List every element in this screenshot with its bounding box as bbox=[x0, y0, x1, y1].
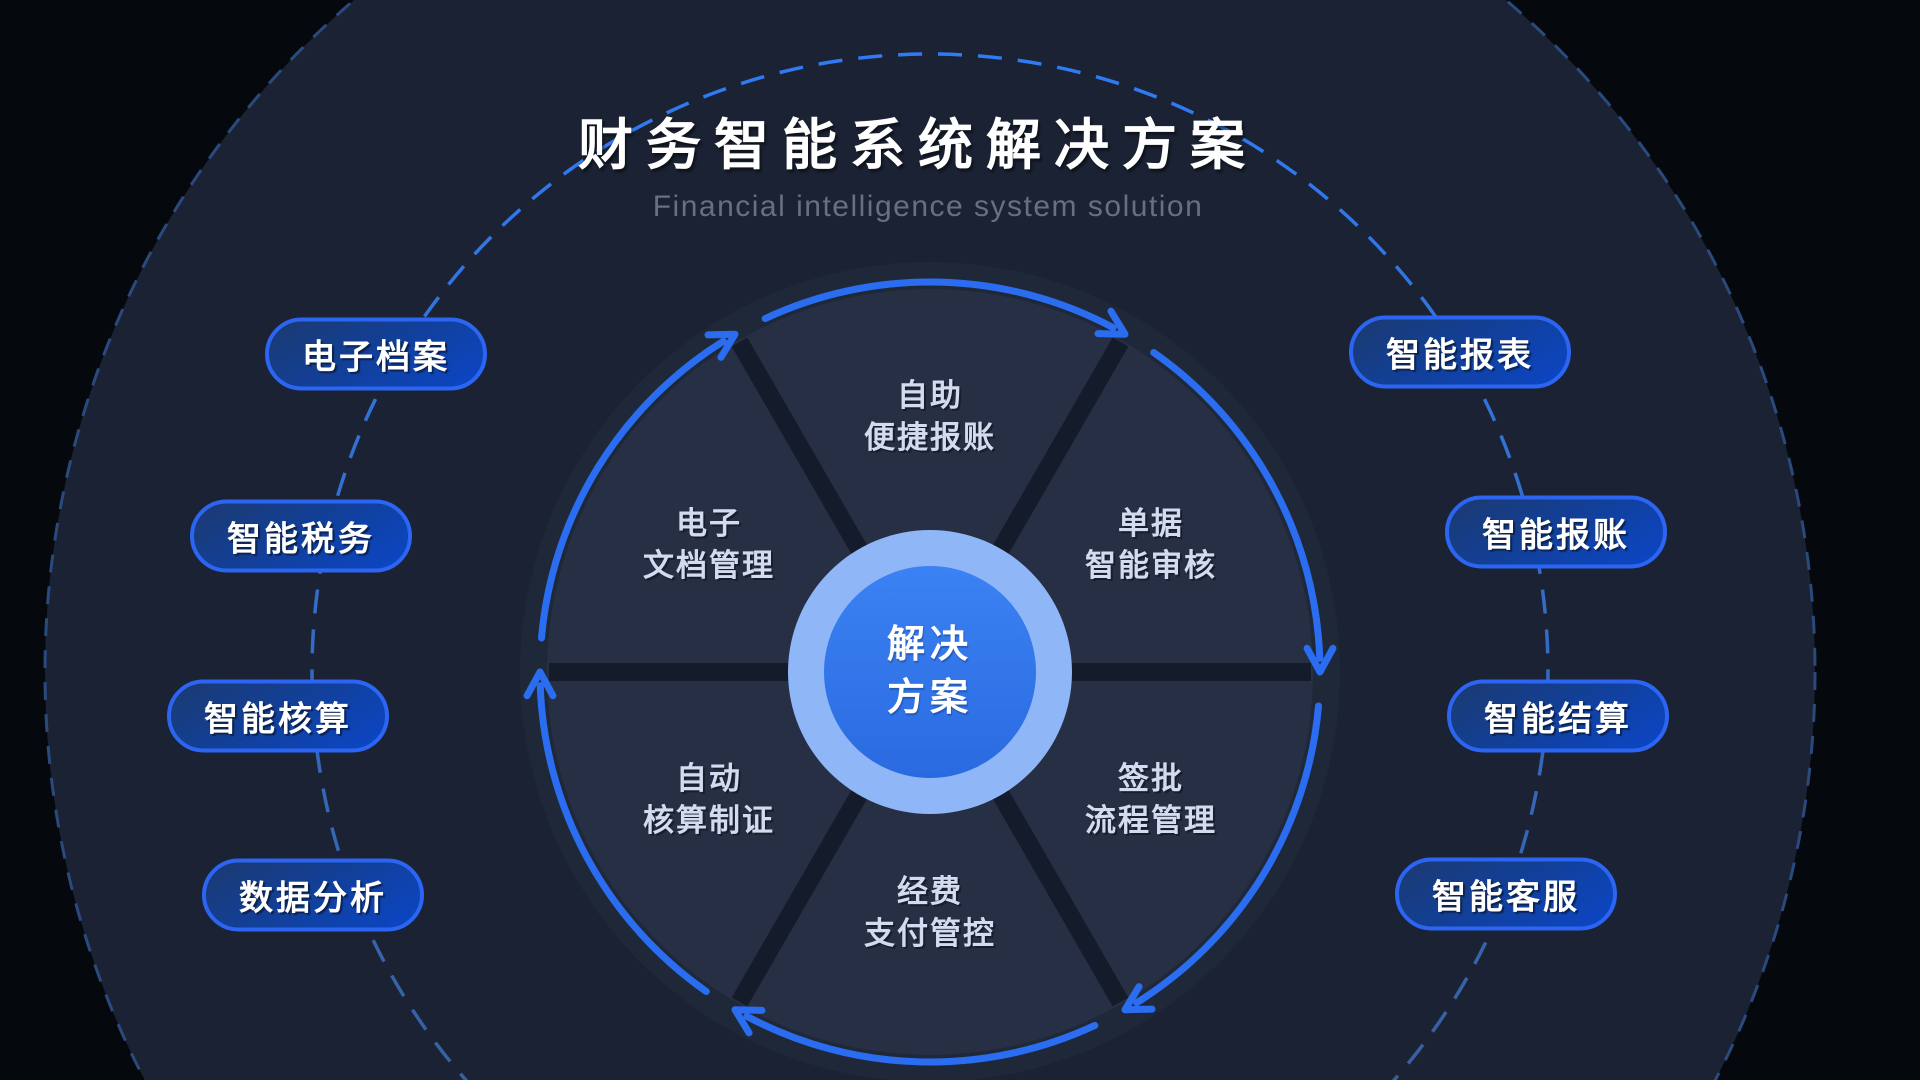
pill-button-zhinengbaozhang[interactable]: 智能报账 bbox=[1445, 495, 1667, 569]
pill-label: 智能报表 bbox=[1386, 336, 1534, 375]
center-circle bbox=[824, 566, 1036, 778]
pill-label: 电子档案 bbox=[302, 338, 450, 377]
pill-button-zhinenghesuan[interactable]: 智能核算 bbox=[167, 679, 389, 753]
pill-label: 智能税务 bbox=[227, 520, 375, 559]
pill-label: 智能报账 bbox=[1482, 516, 1630, 555]
cycle-arrow-arc bbox=[537, 337, 727, 642]
wheel-segment-label-top: 自助便捷报账 bbox=[864, 378, 996, 455]
center-hub-label: 解决方案 bbox=[886, 623, 974, 719]
cycle-arrowhead bbox=[704, 330, 739, 361]
page-title: 财务智能系统解决方案 bbox=[577, 114, 1259, 176]
cycle-arrow-arc bbox=[1150, 349, 1324, 662]
cycle-arrow-arc bbox=[761, 278, 1117, 332]
page-subtitle: Financial intelligence system solution bbox=[652, 190, 1204, 223]
cycle-arrowhead bbox=[1303, 644, 1337, 676]
pill-label: 智能核算 bbox=[204, 700, 352, 739]
cycle-arrowhead bbox=[1121, 983, 1156, 1014]
cycle-arrowhead bbox=[523, 668, 557, 700]
wheel-segment-label-lower-right: 签批流程管理 bbox=[1085, 761, 1217, 838]
pill-label: 数据分析 bbox=[239, 879, 387, 918]
wheel-segment-label-upper-right: 单据智能审核 bbox=[1085, 506, 1217, 583]
cycle-arrowhead bbox=[1094, 307, 1129, 338]
wheel-segment-label-upper-left: 电子文档管理 bbox=[643, 506, 775, 583]
cycle-arrow-arc bbox=[1133, 702, 1323, 1007]
pill-label: 智能结算 bbox=[1484, 700, 1632, 739]
cycle-arrow-arc bbox=[743, 1012, 1099, 1066]
cycle-arrow-arc bbox=[536, 682, 710, 995]
pill-button-zhinengshuiwu[interactable]: 智能税务 bbox=[190, 499, 412, 573]
orbit-dashed-circle bbox=[310, 52, 1550, 1080]
pill-button-zhinengbaobiao[interactable]: 智能报表 bbox=[1349, 315, 1571, 389]
pill-label: 智能客服 bbox=[1432, 878, 1580, 917]
cycle-arrowhead bbox=[731, 1006, 766, 1037]
pill-button-zhinengkefu[interactable]: 智能客服 bbox=[1395, 857, 1617, 931]
pill-button-shujufenxi[interactable]: 数据分析 bbox=[202, 858, 424, 932]
pill-button-dianzidangan[interactable]: 电子档案 bbox=[265, 317, 487, 391]
wheel-segment-label-lower-left: 自动核算制证 bbox=[643, 761, 775, 838]
pill-button-zhinengjiesuan[interactable]: 智能结算 bbox=[1447, 679, 1669, 753]
wheel-segment-label-bottom: 经费支付管控 bbox=[864, 874, 996, 951]
